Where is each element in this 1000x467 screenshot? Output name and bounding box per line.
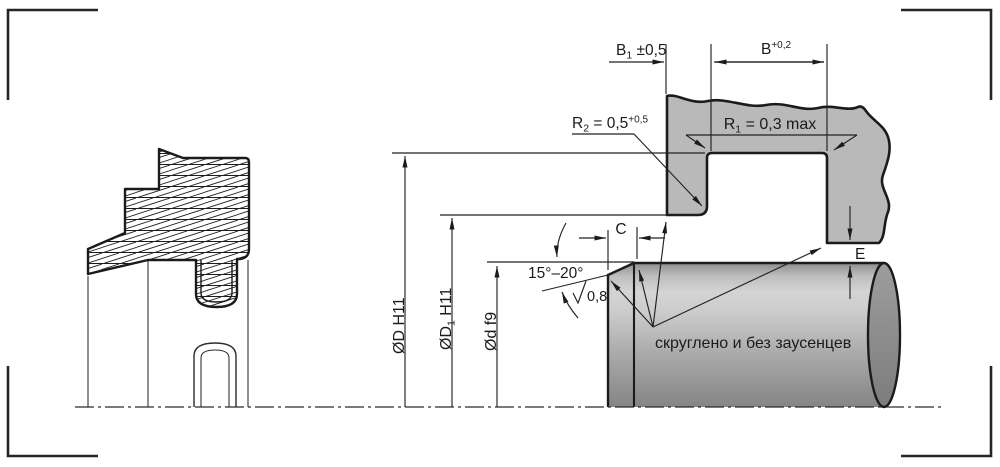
note-leader: скруглено и без заусенцев — [610, 221, 851, 352]
r2-leader — [633, 133, 703, 207]
dim-r1: R1 = 0,3 max — [685, 116, 858, 151]
roughness-label: 0,8 — [587, 289, 607, 305]
dim-e: E — [847, 206, 865, 299]
shaft-body — [608, 263, 900, 407]
seal-spring-groove-inner — [200, 260, 233, 303]
r2-label: R2 = 0,5+0,5 — [572, 115, 648, 135]
note-label: скруглено и без заусенцев — [655, 335, 851, 352]
dia-D-label: ØD H11 — [391, 297, 408, 354]
note-arrow-groove-corner — [652, 247, 822, 328]
dia-d-label: Ød f9 — [483, 312, 500, 351]
note-arrow-housing-corner — [652, 221, 668, 328]
seal-lip-contour-inner — [200, 349, 230, 407]
corner-mark-top-left — [6, 8, 98, 100]
roughness-mark: 0,8 — [572, 280, 607, 305]
r1-leader-right — [833, 134, 858, 151]
e-label: E — [855, 246, 865, 263]
frame-corner-marks — [6, 8, 993, 458]
dim-diameter-D1: ØD1 H11 — [438, 214, 700, 407]
r1-leader-left — [685, 134, 706, 149]
b1-label: B1 ±0,5 — [616, 42, 667, 62]
housing-section — [665, 94, 891, 245]
angle-arc-lower — [561, 291, 579, 319]
angle-label: 15°–20° — [528, 265, 584, 282]
note-arrow-chamfer-corner — [638, 269, 654, 328]
chamfer-construction-line — [541, 262, 637, 292]
seal-cross-section — [86, 147, 251, 407]
corner-mark-bottom-left — [6, 366, 98, 458]
dim-r2: R2 = 0,5+0,5 — [572, 115, 703, 207]
b-label: B+0,2 — [761, 40, 792, 58]
corner-mark-top-right — [901, 8, 993, 100]
seal-profile-hatched — [86, 147, 251, 309]
r1-label: R1 = 0,3 max — [724, 116, 817, 136]
shaft — [606, 261, 902, 409]
angle-arc-upper — [553, 222, 567, 258]
dim-c: C — [579, 221, 665, 270]
corner-mark-bottom-right — [901, 366, 993, 458]
dim-diameter-d: Ød f9 — [483, 261, 634, 407]
roughness-check-icon — [572, 280, 587, 305]
dia-D1-label: ØD1 H11 — [438, 287, 458, 350]
shaft-end-cap — [866, 261, 902, 409]
seal-projection-lines — [87, 260, 249, 407]
note-arrow-shaft-corner — [610, 280, 654, 328]
dim-angle: 15°–20° — [528, 222, 637, 319]
dim-b1-b: B1 ±0,5 B+0,2 — [609, 40, 828, 151]
dim-diameter-D: ØD H11 — [391, 152, 705, 407]
seal-lip-contour-outer — [193, 342, 237, 407]
c-label: C — [615, 221, 626, 238]
